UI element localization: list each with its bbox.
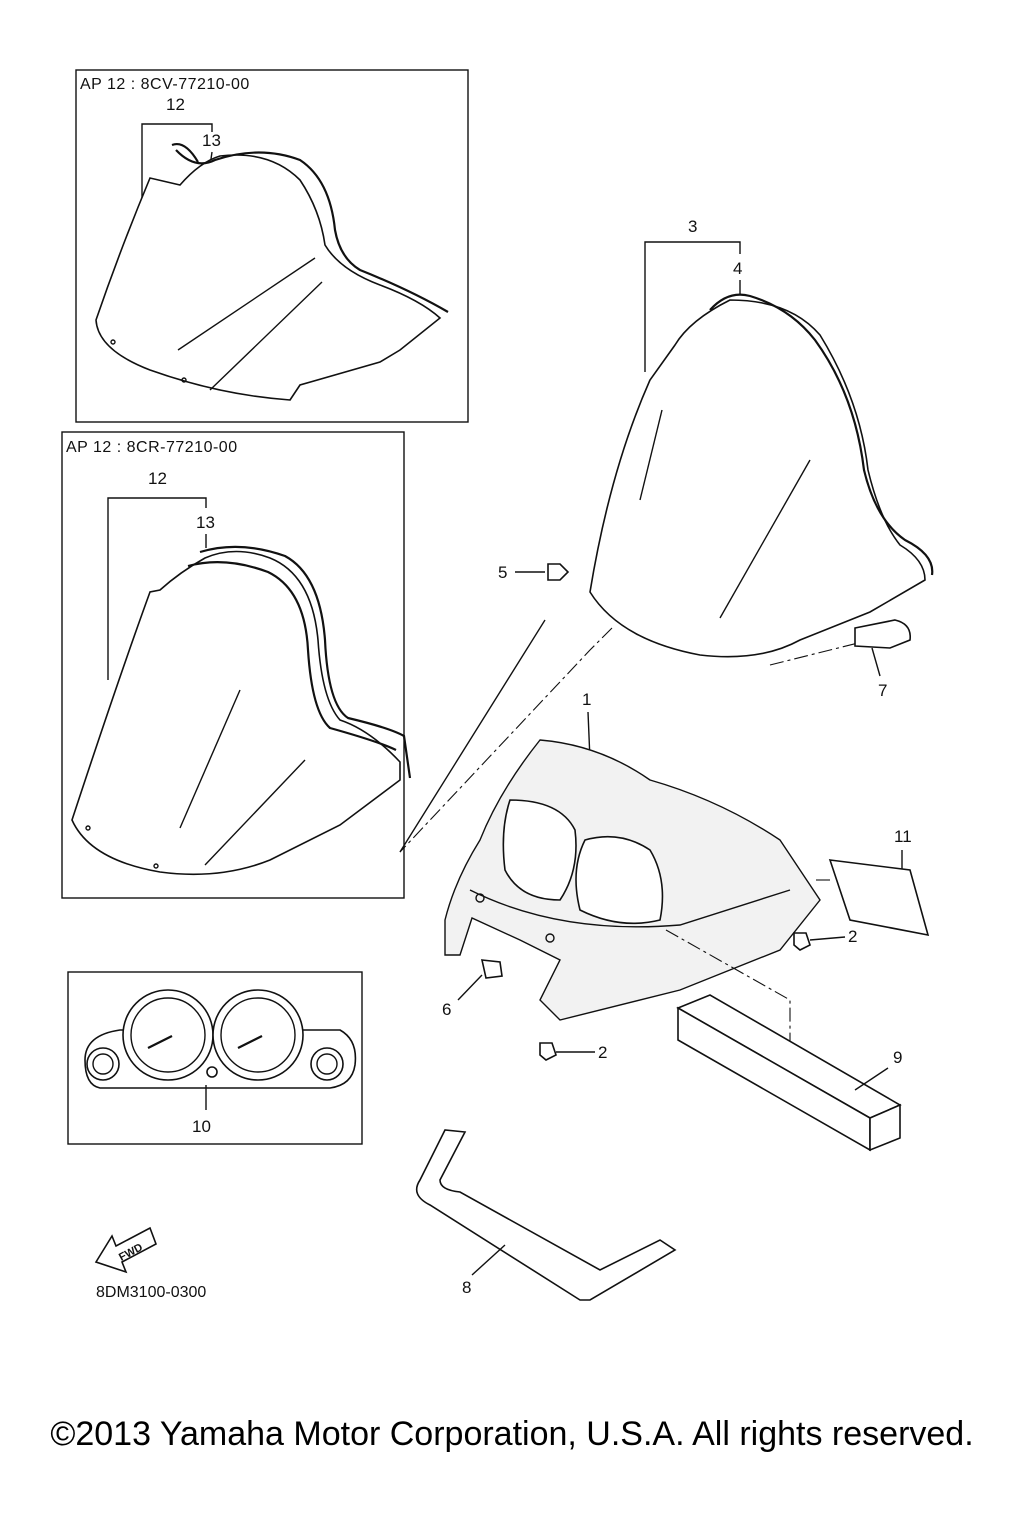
callout-2a: 2 (848, 927, 857, 946)
inset-2-frame (61, 431, 405, 899)
inset-1-frame (75, 69, 469, 423)
inset-1-title: AP 12 : 8CV-77210-00 (80, 76, 250, 93)
copyright-notice: ©2013 Yamaha Motor Corporation, U.S.A. A… (50, 1415, 973, 1453)
main-windshield-assembly: 3 4 5 7 (399, 217, 934, 853)
inset-2-windshield (71, 550, 401, 876)
callout-5: 5 (498, 563, 507, 582)
callout-9: 9 (893, 1048, 902, 1067)
callout-11: 11 (894, 827, 912, 846)
foam-pad: 9 (676, 994, 902, 1152)
inset-2-title: AP 12 : 8CR-77210-00 (66, 439, 238, 456)
callout-7: 7 (878, 681, 887, 700)
inset-1-label-12: 12 (166, 95, 185, 114)
callout-4: 4 (733, 259, 742, 278)
inset-8cr-windshield: AP 12 : 8CR-77210-00 12 13 (61, 431, 412, 899)
decal: 11 (812, 827, 930, 937)
callout-10: 10 (192, 1117, 211, 1136)
meter-inset-frame (67, 971, 363, 1145)
seal-strip: 8 (415, 1129, 677, 1301)
inset-2-label-13: 13 (196, 513, 215, 532)
meter-inset: 10 (67, 971, 363, 1145)
figure-code: 8DM3100-0300 (96, 1284, 206, 1301)
callout-8: 8 (462, 1278, 471, 1297)
front-cowl: 1 2 2 6 (442, 690, 857, 1062)
callout-6: 6 (442, 1000, 451, 1019)
clip (854, 619, 912, 649)
callout-3: 3 (688, 217, 697, 236)
inset-2-label-12: 12 (148, 469, 167, 488)
inset-8cv-windshield: AP 12 : 8CV-77210-00 12 13 (75, 69, 469, 423)
callout-2b: 2 (598, 1043, 607, 1062)
forward-arrow: FWD (94, 1226, 157, 1274)
callout-1: 1 (582, 690, 591, 709)
windshield (589, 299, 926, 658)
inset-1-windshield (95, 154, 442, 401)
inset-1-label-13: 13 (202, 131, 221, 150)
